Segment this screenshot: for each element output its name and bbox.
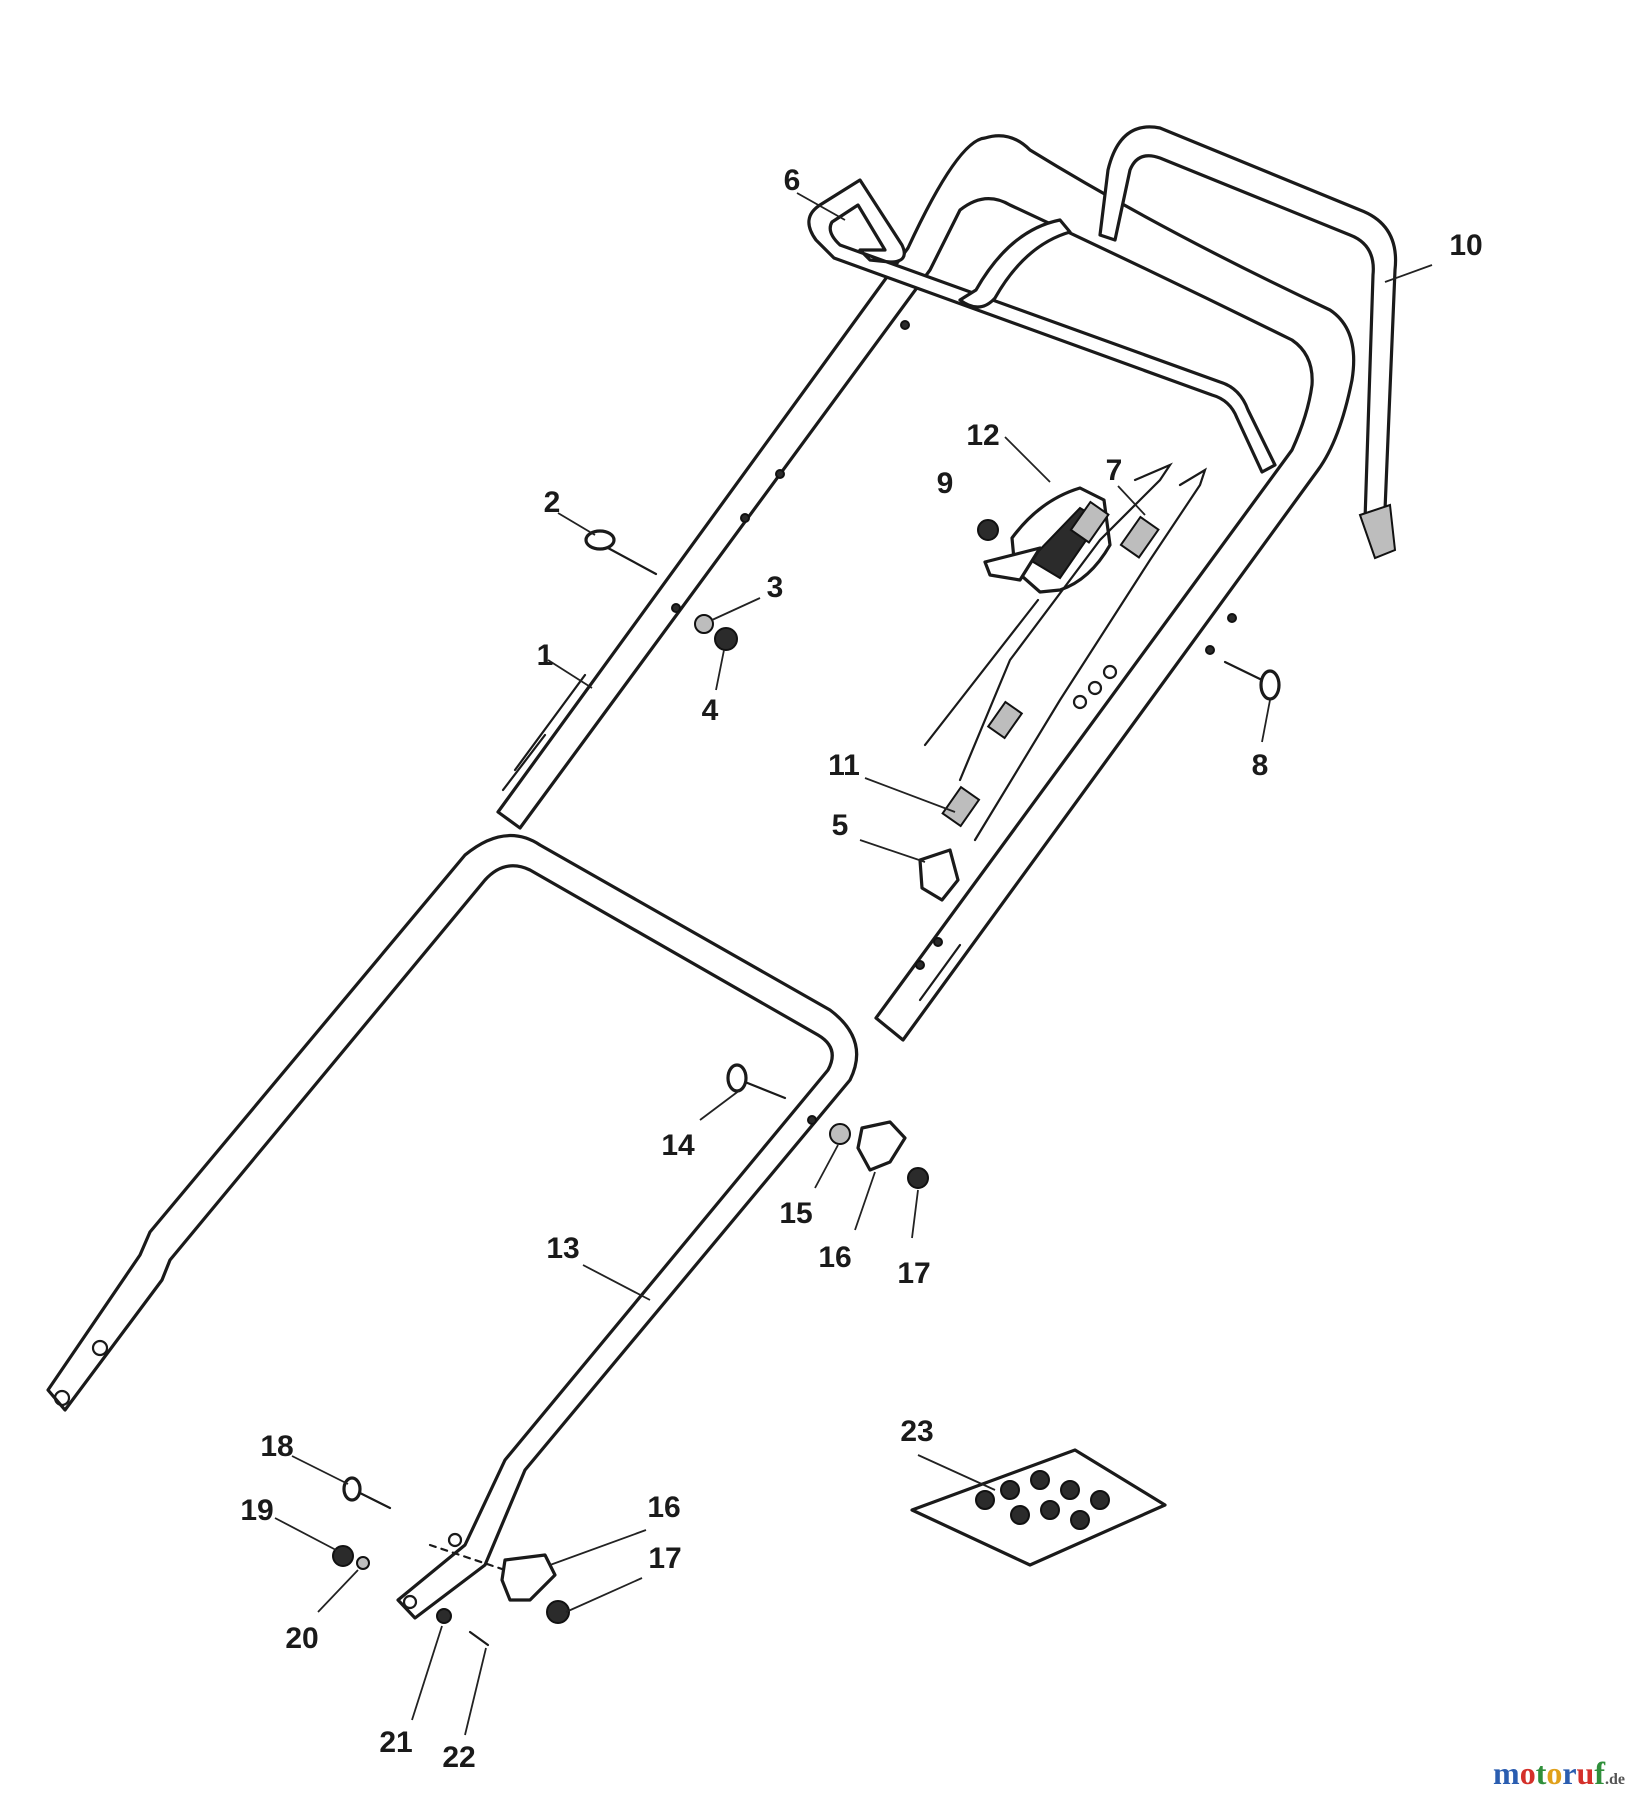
- label-21: 21: [379, 1726, 412, 1759]
- label-7: 7: [1106, 454, 1123, 487]
- bolt-8: [1223, 660, 1281, 701]
- label-8: 8: [1252, 749, 1269, 782]
- label-22: 22: [442, 1741, 475, 1774]
- upper-handle: [496, 134, 1356, 1042]
- label-15: 15: [779, 1197, 812, 1230]
- label-11: 11: [828, 749, 860, 782]
- label-20: 20: [285, 1622, 318, 1655]
- label-1: 1: [537, 639, 554, 672]
- leader-lines: [274, 192, 1433, 1736]
- label-4: 4: [702, 694, 719, 727]
- hook-bolt-2: [584, 529, 658, 576]
- label-17: 17: [897, 1257, 930, 1290]
- bail-bar-10: [1098, 125, 1398, 560]
- nut-9: [977, 519, 999, 541]
- knob-set-upper: [726, 1063, 929, 1189]
- label-9: 9: [937, 467, 954, 500]
- hardware-bag-23: [910, 1448, 1167, 1567]
- label-3: 3: [767, 571, 784, 604]
- knob-set-lower: [332, 1476, 570, 1647]
- label-13: 13: [546, 1232, 579, 1265]
- label-18: 18: [260, 1430, 293, 1463]
- cables-7-11: [923, 462, 1207, 842]
- cable-clip-5: [918, 848, 960, 902]
- site-watermark: motoruf.de: [1493, 1755, 1625, 1791]
- lower-handle-13: [46, 833, 859, 1620]
- drive-bail-6: [807, 178, 1277, 474]
- label-19: 19: [240, 1494, 273, 1527]
- label-17-lower: 17: [648, 1542, 681, 1575]
- label-2: 2: [544, 486, 561, 519]
- label-5: 5: [832, 809, 849, 842]
- label-12: 12: [966, 419, 999, 452]
- label-10: 10: [1449, 229, 1482, 262]
- label-14: 14: [661, 1129, 695, 1162]
- nut-4: [714, 627, 738, 651]
- washer-3: [694, 614, 714, 634]
- label-16: 16: [818, 1241, 851, 1274]
- label-16-lower: 16: [647, 1491, 680, 1524]
- part-labels: 1 2 3 4 5 6 7 8 9 10 11 12 13 14 15 16 1…: [240, 164, 1482, 1774]
- label-6: 6: [784, 164, 801, 197]
- label-23: 23: [900, 1415, 933, 1448]
